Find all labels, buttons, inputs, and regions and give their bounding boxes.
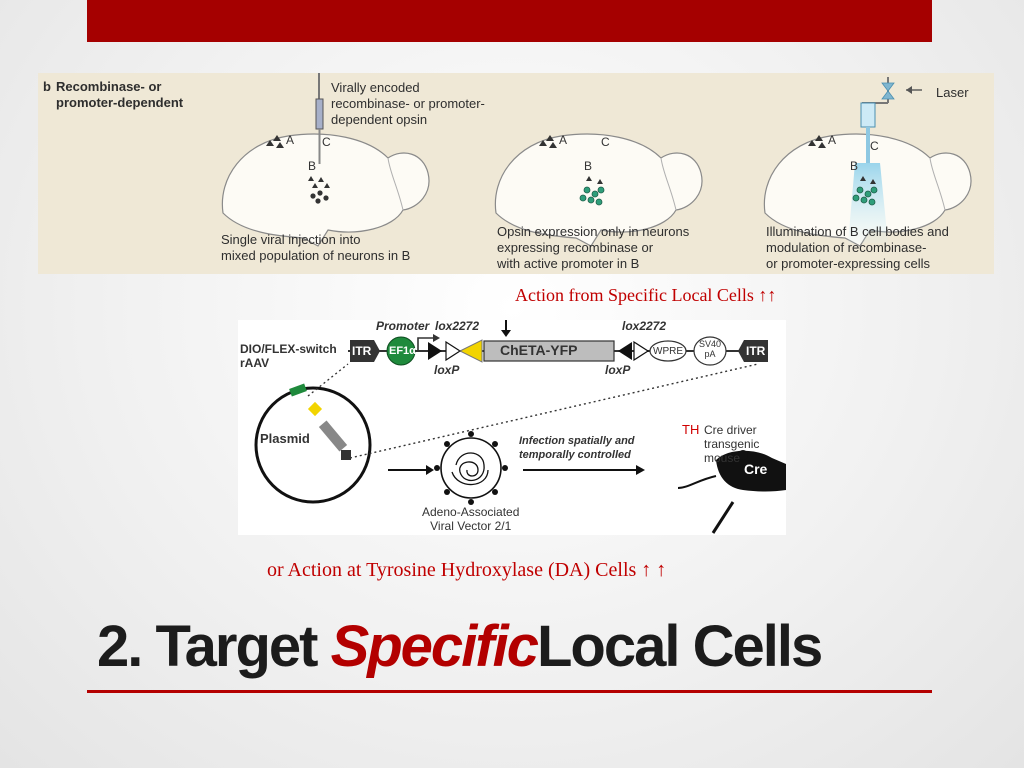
cheta-label: ChETA-YFP [500,342,578,358]
brain-diagrams [221,73,972,247]
laser-label: Laser [936,85,969,100]
region-c-1: C [322,135,331,149]
cre-driver-label: Cre driver transgenic mouse [704,423,760,465]
plasmid-label: Plasmid [260,431,310,446]
lox2272-left: lox2272 [435,320,480,333]
infection-label: Infection spatially and temporally contr… [519,435,635,461]
brain-2 [494,133,703,247]
lox2272-right: lox2272 [622,320,667,333]
title-specific: Specific [330,614,539,679]
loxp-left: loxP [434,363,460,377]
syringe [315,73,324,164]
caption-expression: Opsin expression only in neurons express… [497,224,690,271]
region-b-2: B [584,159,593,173]
promoter-label: Promoter [376,320,430,333]
slide-title: 2. Target SpecificLocal Cells [97,612,823,682]
region-b-1: B [308,159,317,173]
th-label: TH [682,422,700,437]
caption-action-specific: Action from Specific Local Cells ↑↑ [515,285,777,305]
loxp-right: loxP [605,363,631,377]
ef1a-label: EF1α [389,345,416,357]
top-accent-bar [87,0,932,42]
region-a-2: A [559,133,568,147]
injection-label: Virally encoded recombinase- or promoter… [331,80,485,127]
title-part-3: Local Cells [537,614,823,679]
region-a-1: A [286,133,295,147]
vector-diagram [254,320,786,534]
itr-right: ITR [746,344,766,358]
region-c-2: C [601,135,610,149]
region-a-3: A [828,133,837,147]
cre-label: Cre [744,461,768,477]
laser-fiber [860,77,922,163]
caption-illumination: Illumination of B cell bodies and modula… [766,224,949,271]
brain-3 [763,133,972,247]
vector-name: DIO/FLEX-switch rAAV [240,342,337,370]
title-part-1: 2. Target [97,614,331,679]
brain-1 [221,133,430,247]
wpre-label: WPRE [653,346,683,357]
panel-letter: b [43,79,51,94]
panel-title: Recombinase- or promoter-dependent [56,79,184,110]
figure-recombinase-dependent: b Recombinase- or promoter-dependent Vir… [38,73,994,274]
sv40-label: SV40 pA [699,339,722,359]
caption-injection: Single viral injection into mixed popula… [221,232,411,263]
title-underline [87,690,932,693]
region-c-3: C [870,139,879,153]
figure-dio-flex-vector: DIO/FLEX-switch rAAV Promoter lox2272 lo… [238,320,786,535]
aav-label: Adeno-Associated Viral Vector 2/1 [422,505,520,533]
region-b-3: B [850,159,859,173]
caption-tyrosine-hydroxylase: or Action at Tyrosine Hydroxylase (DA) C… [267,559,667,581]
itr-left: ITR [352,344,372,358]
